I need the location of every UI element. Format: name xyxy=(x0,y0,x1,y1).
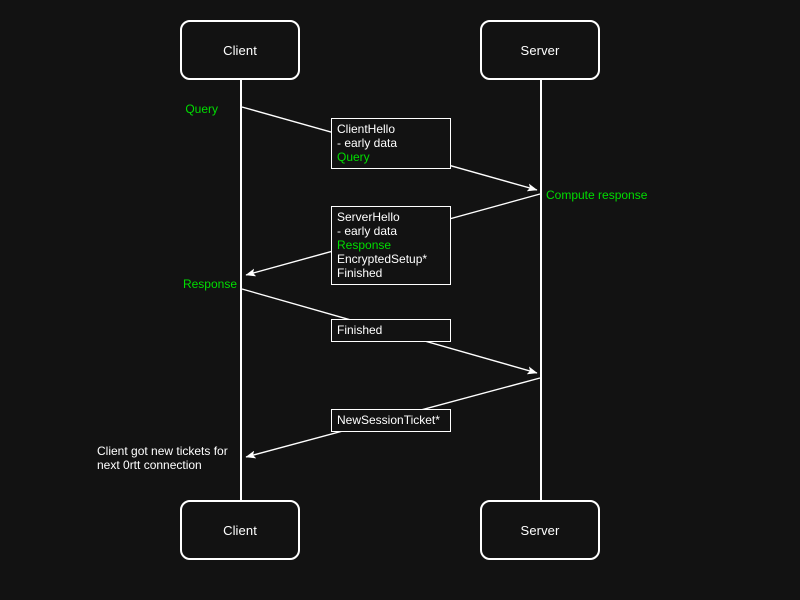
message-box-client-hello[interactable]: ClientHello - early data Query xyxy=(331,118,451,169)
message-line: Query xyxy=(337,150,370,164)
actor-client-bottom[interactable]: Client xyxy=(180,500,300,560)
message-line: Finished xyxy=(337,323,383,337)
actor-client-bottom-label: Client xyxy=(223,522,257,538)
message-line: Response xyxy=(337,238,392,252)
actor-client-top-label: Client xyxy=(223,42,257,58)
note-client-new-tickets: Client got new tickets for next 0rtt con… xyxy=(97,444,240,472)
message-box-finished[interactable]: Finished xyxy=(331,319,451,342)
message-line: - early data xyxy=(337,224,398,238)
note-response: Response xyxy=(182,277,237,291)
note-client-new-tickets-line1: Client got new tickets for xyxy=(97,444,228,458)
message-line: NewSessionTicket* xyxy=(337,413,440,427)
actor-server-top-label: Server xyxy=(520,42,560,58)
message-box-new-session-ticket[interactable]: NewSessionTicket* xyxy=(331,409,451,432)
message-line: Finished xyxy=(337,266,383,280)
message-line: ServerHello xyxy=(337,210,400,224)
actor-server-top[interactable]: Server xyxy=(480,20,600,80)
message-line: ClientHello xyxy=(337,122,396,136)
note-client-new-tickets-line2: next 0rtt connection xyxy=(97,458,202,472)
actor-server-bottom[interactable]: Server xyxy=(480,500,600,560)
message-line: EncryptedSetup* xyxy=(337,252,428,266)
note-query: Query xyxy=(185,102,218,116)
actor-server-bottom-label: Server xyxy=(520,522,560,538)
message-line: - early data xyxy=(337,136,398,150)
actor-client-top[interactable]: Client xyxy=(180,20,300,80)
note-compute-response: Compute response xyxy=(546,188,648,202)
message-box-server-hello[interactable]: ServerHello - early data Response Encryp… xyxy=(331,206,451,285)
